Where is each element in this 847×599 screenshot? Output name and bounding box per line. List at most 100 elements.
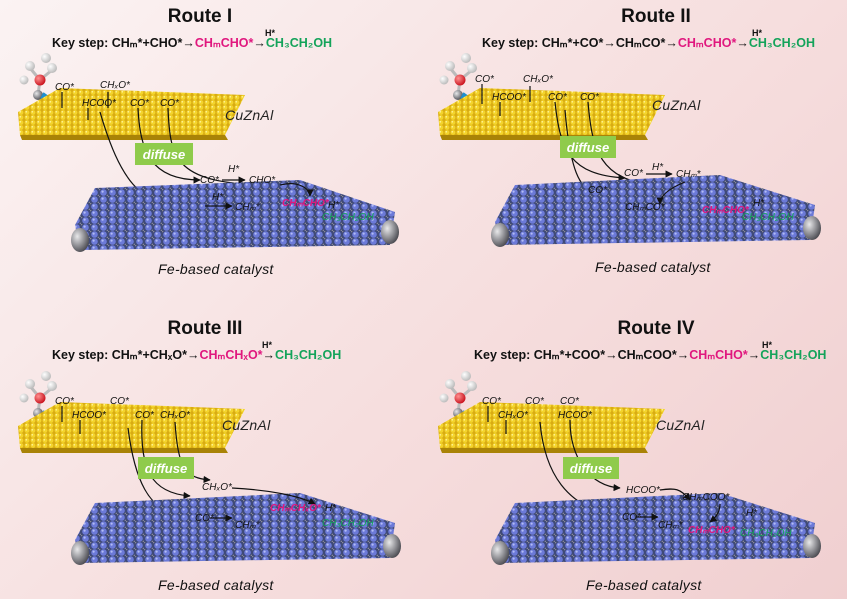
- fe-label: CO*: [622, 512, 642, 523]
- cu-label: HCOO*: [492, 92, 527, 103]
- fe-label: CHₘ*: [235, 520, 261, 531]
- fe-label: H*: [325, 503, 337, 514]
- cu-material-label: CuZnAl: [656, 417, 705, 433]
- key-prefix: Key step:: [482, 36, 542, 50]
- fe-label: H*: [212, 192, 224, 203]
- fe-label: CHₘ*: [658, 520, 684, 531]
- key-step: Key step: CHₘ*+COO*→CHₘCOO*→CHₘCHO*→CH₃C…: [474, 348, 826, 362]
- diffuse-box: [563, 457, 619, 479]
- fe-material-label: Fe-based catalyst: [595, 259, 711, 275]
- route-title: Route IV: [617, 318, 694, 339]
- cu-label: CHₓO*: [523, 74, 554, 85]
- fe-label: CO*: [624, 168, 644, 179]
- cu-label: HCOO*: [72, 410, 107, 421]
- fe-label: CHₓO*: [202, 482, 233, 493]
- fe-label: CHₘ*: [676, 169, 702, 180]
- key-product: CH₃CH₂OH: [275, 348, 341, 362]
- fe-label: H*: [746, 508, 758, 519]
- cu-label: CO*: [160, 98, 180, 109]
- fe-material-label: Fe-based catalyst: [586, 577, 702, 593]
- cu-surface: [18, 88, 245, 135]
- cu-material-label: CuZnAl: [652, 97, 701, 113]
- fe-material-label: Fe-based catalyst: [158, 261, 274, 277]
- fe-product: CH₃CH₂OH: [742, 212, 794, 223]
- key-step: Key step: CHₘ*+CO*→CHₘCO*→CHₘCHO*→CH₃CH₂…: [482, 36, 815, 50]
- cu-label: CO*: [130, 98, 150, 109]
- fe-label: CHₘCOO*: [682, 492, 730, 503]
- fe-intermediate: CHₘCHO*: [282, 198, 330, 209]
- cu-label: CHₓO*: [100, 80, 131, 91]
- fe-surface: [75, 180, 395, 250]
- route-panel-1: Route I Key step: CHₘ*+CHO*→CHₘCHO*→CH₃C…: [18, 6, 399, 277]
- key-prefix: Key step:: [474, 348, 534, 362]
- cu-label: CO*: [482, 396, 502, 407]
- fe-label: CO*: [200, 175, 220, 186]
- key-arrow: →: [253, 36, 266, 50]
- cu-material-label: CuZnAl: [222, 417, 271, 433]
- fe-label: CO*: [588, 185, 608, 196]
- fe-label: H*: [652, 162, 664, 173]
- cu-label: CHₓO*: [498, 410, 529, 421]
- key-h-label: H*: [262, 340, 272, 350]
- fe-product: CH₃CH₂OH: [322, 518, 374, 529]
- key-h-label: H*: [752, 28, 762, 38]
- key-step: Key step: CHₘ*+CHₓO*→CHₘCHₓO*→CH₃CH₂OH: [52, 348, 341, 362]
- diffuse-label: diffuse: [567, 140, 609, 155]
- diffuse-label: diffuse: [145, 461, 187, 476]
- fe-label: CO*: [195, 513, 215, 524]
- cu-label: CO*: [580, 92, 600, 103]
- cu-surface: [18, 402, 245, 448]
- molecule-icon: [439, 53, 477, 100]
- fe-label: CHO*: [249, 175, 276, 186]
- route-title: Route III: [168, 318, 243, 339]
- key-intermediate: CHₘCHO*: [195, 36, 254, 50]
- cu-surface: [438, 402, 665, 448]
- cu-label: CO*: [55, 82, 75, 93]
- key-intermediate: CHₘCHₓO*: [199, 348, 262, 362]
- fe-label: HCOO*: [626, 485, 661, 496]
- key-prefix: Key step:: [52, 348, 112, 362]
- cu-label: CO*: [548, 92, 568, 103]
- key-reactants: CHₘ*+CO*→CHₘCO*→: [542, 36, 678, 50]
- fe-label: CHₘCO*: [625, 202, 666, 213]
- route-title: Route II: [621, 6, 691, 27]
- molecule-icon: [19, 53, 57, 100]
- key-h-label: H*: [265, 28, 275, 38]
- fe-surface: [495, 175, 815, 245]
- key-prefix: Key step:: [52, 36, 112, 50]
- cu-label: CHₓO*: [160, 410, 191, 421]
- cu-material-label: CuZnAl: [225, 107, 274, 123]
- diffuse-box: [138, 457, 194, 479]
- diffuse-label: diffuse: [143, 147, 185, 162]
- fe-surface: [75, 493, 395, 563]
- cu-label: CO*: [135, 410, 155, 421]
- key-intermediate: CHₘCHO*: [678, 36, 737, 50]
- molecule-icon: [19, 371, 57, 418]
- fe-intermediate: CHₘCHO*: [688, 525, 736, 536]
- cu-label: HCOO*: [558, 410, 593, 421]
- cu-label: CO*: [110, 396, 130, 407]
- key-product: CH₃CH₂OH: [266, 36, 332, 50]
- fe-intermediate: CHₘCHO*: [702, 205, 750, 216]
- fe-surface: [495, 493, 815, 563]
- cu-surface: [438, 88, 665, 135]
- diffuse-box: [135, 143, 193, 165]
- fe-label: CHₘ*: [235, 202, 261, 213]
- fe-product: CH₃CH₂OH: [322, 212, 374, 223]
- key-product: CH₃CH₂OH: [749, 36, 815, 50]
- route-panel-3: Route III Key step: CHₘ*+CHₓO*→CHₘCHₓO*→…: [18, 318, 401, 593]
- key-reactants: CHₘ*+CHₓO*→: [112, 348, 200, 362]
- key-arrow: →: [748, 348, 761, 362]
- cu-label: CO*: [560, 396, 580, 407]
- fe-product: CH₃CH₂OH: [740, 528, 792, 539]
- key-product: CH₃CH₂OH: [760, 348, 826, 362]
- cu-label: CO*: [475, 74, 495, 85]
- cu-label: CO*: [55, 396, 75, 407]
- key-step: Key step: CHₘ*+CHO*→CHₘCHO*→CH₃CH₂OH: [52, 36, 332, 50]
- cu-label: CO*: [525, 396, 545, 407]
- key-arrow: →: [736, 36, 749, 50]
- fe-label: H*: [328, 200, 340, 211]
- fe-material-label: Fe-based catalyst: [158, 577, 274, 593]
- key-intermediate: CHₘCHO*: [689, 348, 748, 362]
